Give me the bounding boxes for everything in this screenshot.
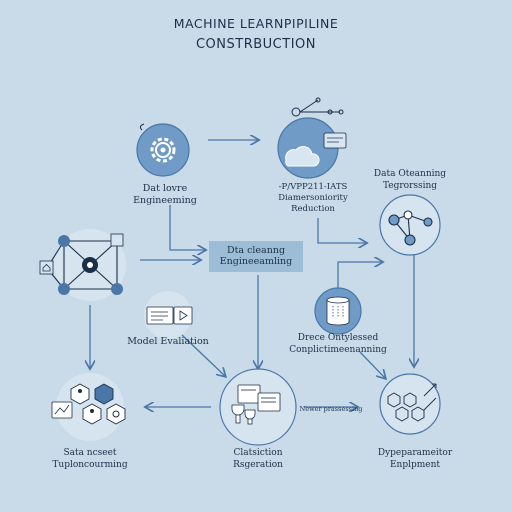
- data-cleaning-right-line1: Data Oteanning: [373, 169, 447, 179]
- music-icon: [110, 233, 124, 247]
- data-cleaning-right-label: Data Oteanning Tegrorssing: [360, 168, 460, 192]
- arrow-db-to-hyper: [359, 351, 385, 378]
- user-icon: [90, 409, 94, 413]
- dataset-line2: Tuploncourming: [52, 460, 128, 470]
- connectors: [90, 140, 414, 407]
- dimred-line2: Diamersoniority: [278, 193, 348, 203]
- data-cleaning-box: Dta cleanng Engineeamling: [209, 241, 303, 272]
- data-cleaning-box-line1: Dta cleanng: [226, 245, 286, 256]
- data-cleaning-node: [379, 194, 441, 256]
- direct-only-line1: Drece Ontylessed: [297, 333, 379, 343]
- classification-line2: Rsgeration: [233, 460, 283, 470]
- graph-node: [39, 229, 126, 301]
- classification-label: Clatsiction Rsgeration: [208, 447, 308, 471]
- model-evaluation-node: [144, 291, 193, 339]
- arrow-eval-to-class: [181, 334, 225, 376]
- model-evaluation-label: Model Evaliation: [127, 336, 209, 347]
- classification-node: [219, 368, 297, 446]
- documents-icon: [237, 384, 281, 412]
- direct-only-label: Drece Ontylessed Conplictimeenanning: [278, 332, 398, 356]
- network-icon: [291, 97, 344, 117]
- dimred-line3: Reduction: [291, 204, 335, 214]
- hyperparameter-node: [379, 373, 441, 435]
- trophy-icons: [231, 404, 256, 425]
- arrow-dimred-to-cleaning: [317, 218, 366, 243]
- hexagon-network-icon: [387, 383, 437, 422]
- people-icon: [78, 389, 82, 393]
- rotate-arrow-icon: [139, 123, 145, 131]
- window-icon: [323, 132, 347, 149]
- gear-node: [136, 123, 190, 177]
- cloud-node: [277, 97, 347, 179]
- dataset-label: Sata ncseet Tuploncourming: [40, 447, 140, 471]
- document-icon: [146, 306, 174, 325]
- feature-engineering-line1: Dat lovre: [142, 183, 188, 194]
- classification-line1: Clatsiction: [233, 448, 283, 458]
- new-processing-label: Newer prassessing: [299, 405, 363, 413]
- hyperparameter-line2: Enplpment: [389, 460, 441, 470]
- database-icon: [326, 296, 350, 326]
- data-cleaning-right-line2: Tegrorssing: [382, 181, 438, 191]
- database-node: [314, 287, 362, 335]
- network-nodes-icon: [388, 210, 433, 246]
- gear-icon: [150, 137, 176, 163]
- arrow-feature-to-cleaning: [169, 205, 205, 250]
- hexagon-icons: [70, 383, 126, 425]
- play-icon: [173, 306, 193, 325]
- dataset-node: [51, 373, 126, 441]
- dimensionality-reduction-label: -P/VPP211-IATS Diamersoniority Reduction: [258, 182, 368, 215]
- feature-engineering-line2: Engineeming: [133, 195, 197, 206]
- gauge-icon: [112, 410, 120, 418]
- dimred-line1: -P/VPP211-IATS: [278, 182, 348, 192]
- hyperparameter-line1: Dypeparameitor: [377, 448, 453, 458]
- hyperparameter-label: Dypeparameitor Enplpment: [360, 447, 470, 471]
- direct-only-line2: Conplictimeenanning: [289, 345, 387, 355]
- feature-engineering-label: Dat lovre Engineeming: [115, 183, 215, 207]
- diagram-title-line2: CONSTRBUCTION: [195, 37, 316, 52]
- diagram-title-line1: MACHINE LEARNPIPILINE: [173, 16, 339, 31]
- dataset-line1: Sata ncseet: [63, 448, 117, 458]
- data-cleaning-box-line2: Engineeamling: [219, 256, 293, 267]
- home-icon: [39, 260, 54, 275]
- cloud-icon: [285, 146, 320, 167]
